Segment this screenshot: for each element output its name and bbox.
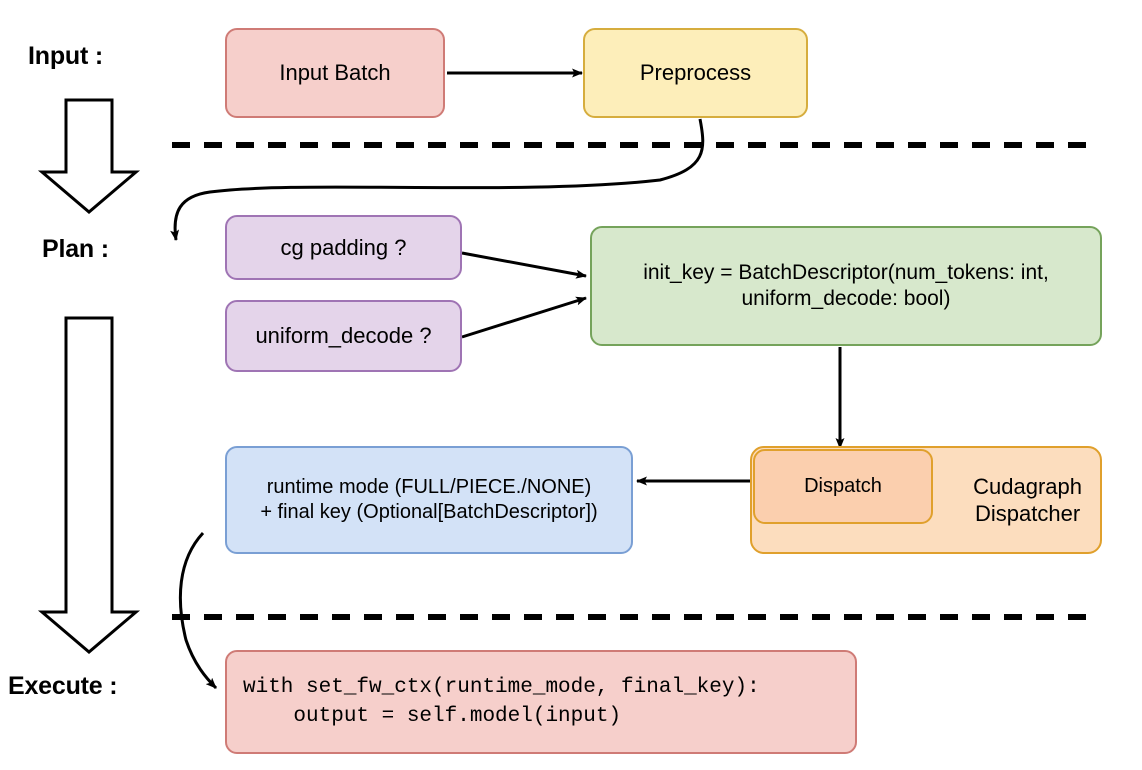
node-runtime-mode[interactable]: runtime mode (FULL/PIECE./NONE) + final … <box>225 446 633 554</box>
node-cudagraph-dispatcher-label: Cudagraph Dispatcher <box>973 473 1082 527</box>
node-runtime-mode-label: runtime mode (FULL/PIECE./NONE) + final … <box>260 476 598 523</box>
block-arrow-plan-to-execute <box>37 316 141 654</box>
node-input-batch[interactable]: Input Batch <box>225 28 445 118</box>
node-dispatch[interactable]: Dispatch <box>753 449 933 524</box>
node-preprocess[interactable]: Preprocess <box>583 28 808 118</box>
node-cg-padding[interactable]: cg padding ? <box>225 215 462 280</box>
arrow-cg-padding-to-init-key <box>461 251 587 279</box>
stage-label-plan: Plan : <box>42 235 109 263</box>
arrow-uniform-decode-to-init-key <box>461 296 587 339</box>
node-dispatch-label: Dispatch <box>804 475 882 497</box>
node-code-block[interactable]: with set_fw_ctx(runtime_mode, final_key)… <box>225 650 857 754</box>
node-input-batch-label: Input Batch <box>279 60 391 86</box>
block-arrow-input-to-plan <box>37 98 141 214</box>
node-init-key[interactable]: init_key = BatchDescriptor(num_tokens: i… <box>590 226 1102 346</box>
stage-label-input: Input : <box>28 42 103 70</box>
stage-label-execute: Execute : <box>8 672 118 700</box>
node-code-block-text: with set_fw_ctx(runtime_mode, final_key)… <box>243 675 760 728</box>
node-init-key-label: init_key = BatchDescriptor(num_tokens: i… <box>643 260 1049 310</box>
node-preprocess-label: Preprocess <box>639 60 752 86</box>
node-uniform-decode-label: uniform_decode ? <box>255 323 432 349</box>
node-cg-padding-label: cg padding ? <box>280 234 407 260</box>
node-uniform-decode[interactable]: uniform_decode ? <box>225 300 462 372</box>
arrow-runtime-mode-to-code-block <box>178 531 218 690</box>
